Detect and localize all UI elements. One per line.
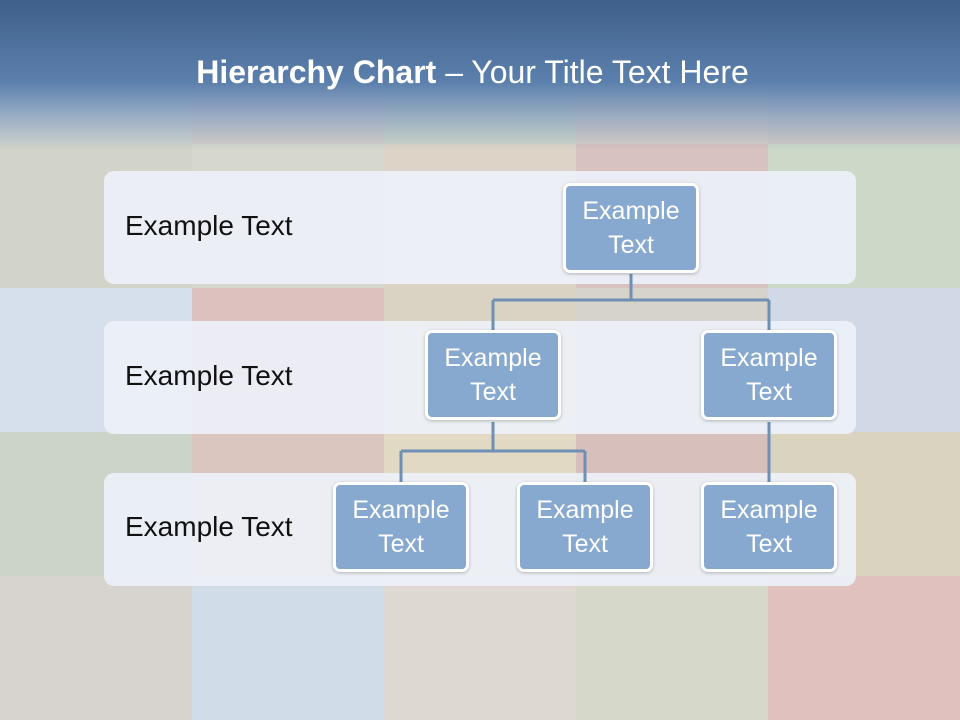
- node-level3-a[interactable]: Example Text: [333, 482, 469, 572]
- node-level3-c[interactable]: Example Text: [701, 482, 837, 572]
- node-root[interactable]: Example Text: [563, 183, 699, 273]
- node-level3-b[interactable]: Example Text: [517, 482, 653, 572]
- node-level2-left[interactable]: Example Text: [425, 330, 561, 420]
- connector-root-to-level2: [491, 274, 771, 330]
- band-label-2: Example Text: [125, 360, 293, 391]
- title-header-bar: [0, 0, 960, 150]
- band-label-1: Example Text: [125, 210, 293, 241]
- title-bold: Hierarchy Chart: [196, 54, 437, 90]
- band-label-3: Example Text: [125, 511, 293, 542]
- level-band-1: [104, 171, 856, 284]
- title-rest: – Your Title Text Here: [436, 54, 749, 90]
- connector-left-to-level3: [399, 422, 587, 482]
- slide-title: Hierarchy Chart – Your Title Text Here: [0, 54, 945, 91]
- node-level2-right[interactable]: Example Text: [701, 330, 837, 420]
